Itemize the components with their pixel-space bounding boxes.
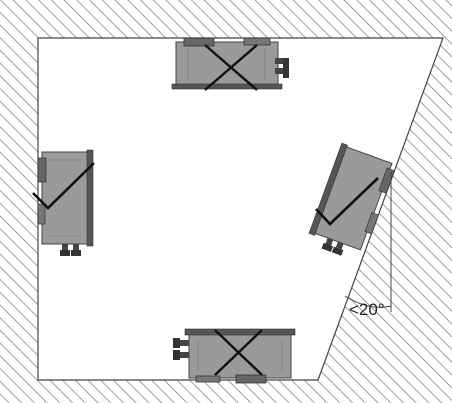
cross-mark-bottom xyxy=(214,329,263,376)
angle-label: <20° xyxy=(349,300,385,319)
cross-mark-top xyxy=(204,44,258,91)
unit-top-upside-down xyxy=(171,37,289,90)
check-mark-left xyxy=(32,162,95,210)
check-mark-right xyxy=(315,177,379,226)
angle-indicator: <20° xyxy=(344,172,392,319)
room-outline xyxy=(37,37,444,381)
unit-left-vertical xyxy=(37,149,94,256)
